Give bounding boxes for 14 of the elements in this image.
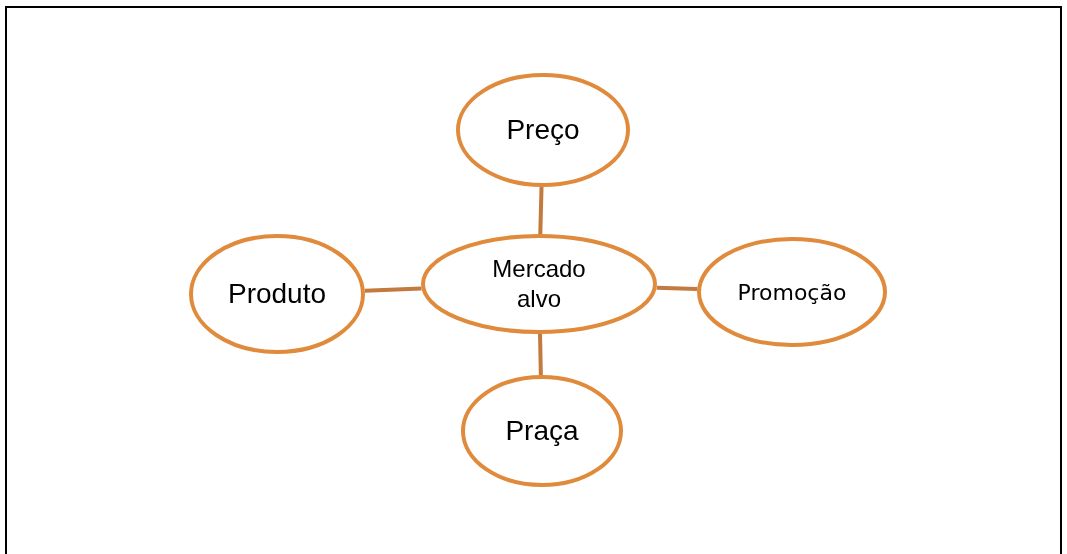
ellipse-node: [456, 73, 630, 187]
node-label: Praça: [504, 414, 580, 448]
connector-line: [538, 333, 543, 376]
connector-line: [364, 286, 422, 293]
node-label: Produto: [226, 277, 328, 311]
node-label: Mercado alvo: [491, 254, 587, 314]
node-label: Preço: [505, 113, 581, 147]
node-label: Promoção: [736, 278, 848, 307]
ellipse-node: [697, 237, 887, 347]
ellipse-node: [189, 234, 365, 354]
ellipse-node: [421, 234, 657, 334]
ellipse-node: [461, 375, 623, 487]
connector-line: [538, 186, 544, 235]
connector-line: [656, 285, 698, 291]
